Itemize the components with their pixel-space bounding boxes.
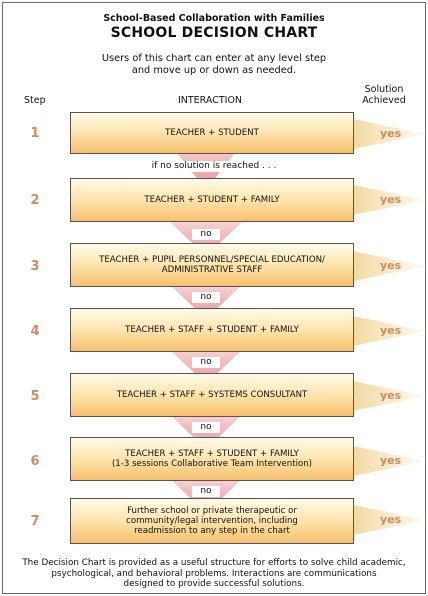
yes-label: yes [380,259,402,272]
step-box-line: readmission to any step in the chart [134,526,290,536]
connector-label: no [192,357,220,368]
step-box-1: TEACHER + STUDENT [70,112,354,154]
step-box-2: TEACHER + STUDENT + FAMILY [70,178,354,222]
step-box-7: Further school or private therapeutic or… [70,498,354,544]
step-number: 1 [30,126,40,141]
yes-label: yes [380,127,402,140]
chart-supertitle: School-Based Collaboration with Families [103,13,325,24]
chart-intro: Users of this chart can enter at any lev… [80,53,348,77]
step-box-line: TEACHER + STUDENT [165,128,259,138]
yes-arrow-icon [353,446,426,476]
footer-line: The Decision Chart is provided as a usef… [22,558,406,568]
connector-label: if no solution is reached . . . [140,161,288,172]
intro-line: and move up or down as needed. [131,65,297,76]
step-number: 5 [30,389,40,404]
yes-arrow-icon [353,119,426,149]
step-box-3: TEACHER + PUPIL PERSONNEL/SPECIAL EDUCAT… [70,243,354,287]
yes-arrow-icon [353,185,426,215]
chart-footer: The Decision Chart is provided as a usef… [12,558,416,590]
footer-line: designed to provide successful solutions… [123,579,305,589]
step-number: 6 [30,454,40,469]
step-box-line: TEACHER + STUDENT + FAMILY [144,195,280,205]
connector-label: no [192,422,220,433]
solution-header-line: Achieved [362,95,406,106]
step-box-line: TEACHER + STAFF + STUDENT + FAMILY [125,449,299,459]
connector-label: no [192,229,220,240]
connector-label: no [192,486,220,497]
footer-line: psychological, and behavioral problems. … [51,568,377,579]
step-box-6: TEACHER + STAFF + STUDENT + FAMILY (1-3 … [70,437,354,481]
step-box-line: community/legal intervention, including [126,516,298,526]
chart-title: SCHOOL DECISION CHART [110,25,318,41]
yes-label: yes [380,193,402,206]
step-number: 4 [30,324,40,339]
step-number: 3 [30,259,40,274]
column-header-solution: Solution Achieved [356,84,412,106]
step-box-line: ADMINISTRATIVE STAFF [161,265,263,275]
solution-header-line: Solution [364,84,404,95]
step-box-5: TEACHER + STAFF + SYSTEMS CONSULTANT [70,373,354,417]
yes-label: yes [380,324,402,337]
connector-label: no [192,292,220,303]
yes-arrow-icon [353,505,426,535]
step-box-line: TEACHER + STAFF + STUDENT + FAMILY [125,325,299,335]
intro-line: Users of this chart can enter at any lev… [101,53,327,64]
yes-label: yes [380,513,402,526]
step-box-line: TEACHER + PUPIL PERSONNEL/SPECIAL EDUCAT… [99,255,325,265]
yes-label: yes [380,389,402,402]
step-box-line: TEACHER + STAFF + SYSTEMS CONSULTANT [116,390,308,400]
step-box-4: TEACHER + STAFF + STUDENT + FAMILY [70,308,354,352]
yes-label: yes [380,454,402,467]
yes-arrow-icon [353,381,426,411]
yes-arrow-icon [353,316,426,346]
step-box-line: (1-3 sessions Collaborative Team Interve… [111,459,313,469]
step-number: 2 [30,193,40,208]
step-box-line: Further school or private therapeutic or [127,506,297,516]
column-header-interaction: INTERACTION [177,95,243,106]
yes-arrow-icon [353,251,426,281]
step-number: 7 [30,514,40,529]
column-header-step: Step [24,95,46,106]
